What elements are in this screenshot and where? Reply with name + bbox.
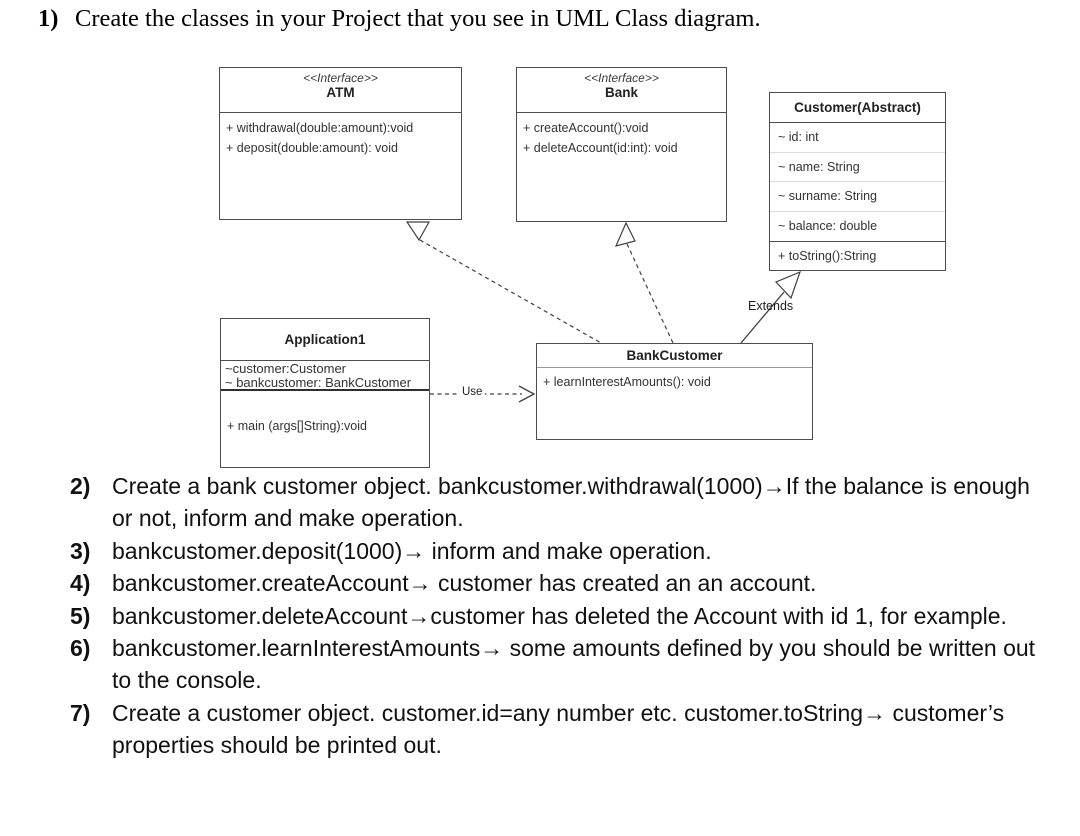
atm-methods: + withdrawal(double:amount):void + depos… <box>220 112 461 163</box>
task-number: 2) <box>70 473 91 499</box>
bank-class-name: Bank <box>604 85 638 100</box>
dependency-arrowhead-bankcustomer <box>518 385 536 403</box>
task-text: Create a customer object. customer.id=an… <box>112 697 1004 762</box>
task-item-7: 7) Create a customer object. customer.id… <box>70 697 1035 762</box>
bankcustomer-method: + learnInterestAmounts(): void <box>543 375 711 389</box>
bankcustomer-class-name: BankCustomer <box>537 344 812 368</box>
customer-method: + toString():String <box>770 241 945 270</box>
atm-class-name: ATM <box>326 85 355 100</box>
task-line: Create a bank customer object. bankcusto… <box>112 473 1030 499</box>
customer-attribute: ~ name: String <box>770 153 945 182</box>
task-text: bankcustomer.learnInterestAmounts→ some … <box>112 632 1035 697</box>
task-line: Create a customer object. customer.id=an… <box>112 699 1005 726</box>
customer-attribute: ~ balance: double <box>778 219 878 234</box>
atm-method: + withdrawal(double:amount):void <box>226 121 414 135</box>
task-text: bankcustomer.createAccount→ customer has… <box>112 567 816 599</box>
realization-arrowhead-atm <box>405 221 431 242</box>
generalization-arrowhead-customer <box>774 270 802 300</box>
application1-attribute: ~customer:Customer <box>225 361 347 376</box>
task-number: 7) <box>70 699 91 726</box>
realization-line-bankcustomer-bank <box>626 243 674 344</box>
bank-header: <<Interface>> Bank <box>517 68 726 112</box>
task-line: properties should be printed out. <box>112 732 442 759</box>
task-number: 5) <box>70 602 91 629</box>
application1-method: + main (args[]String):void <box>227 419 367 433</box>
application1-attributes: ~customer:Customer ~ bankcustomer: BankC… <box>221 360 429 391</box>
atm-header: <<Interface>> ATM <box>220 68 461 112</box>
class-box-atm: <<Interface>> ATM + withdrawal(double:am… <box>219 67 462 220</box>
use-label: Use <box>459 386 486 398</box>
task-item-3: 3) bankcustomer.deposit(1000)→ inform an… <box>70 535 1035 567</box>
application1-attribute: ~ bankcustomer: BankCustomer <box>225 374 412 390</box>
task-line: bankcustomer.createAccount→ customer has… <box>112 570 817 597</box>
task-number: 3) <box>70 537 91 564</box>
task-text: Create a bank customer object. bankcusto… <box>112 470 1030 535</box>
atm-method: + deposit(double:amount): void <box>226 141 398 155</box>
task-item-5: 5) bankcustomer.deleteAccount→customer h… <box>70 600 1035 632</box>
bank-method: + createAccount():void <box>523 121 649 135</box>
atm-stereotype: <<Interface>> <box>303 71 378 85</box>
task-line: or not, inform and make operation. <box>112 505 464 532</box>
customer-attribute: ~ id: int <box>770 123 945 153</box>
realization-arrowhead-bank <box>614 221 636 247</box>
realization-line-bankcustomer-atm <box>419 239 602 344</box>
customer-class-name: Customer(Abstract) <box>794 100 921 115</box>
bank-method: + deleteAccount(id:int): void <box>523 141 678 155</box>
task-line: to the console. <box>112 667 262 694</box>
bank-methods: + createAccount():void + deleteAccount(i… <box>517 112 726 163</box>
class-box-application1: Application1 ~customer:Customer ~ bankcu… <box>220 318 430 468</box>
class-box-bankcustomer: BankCustomer + learnInterestAmounts(): v… <box>536 343 813 440</box>
task-text: bankcustomer.deposit(1000)→ inform and m… <box>112 535 712 567</box>
customer-attributes: ~ id: int ~ name: String ~ surname: Stri… <box>770 122 945 241</box>
customer-attribute: ~ surname: String <box>770 182 945 212</box>
title-text: Create the classes in your Project that … <box>75 5 761 32</box>
page-title: 1) Create the classes in your Project th… <box>38 5 761 33</box>
bank-stereotype: <<Interface>> <box>584 71 659 85</box>
extends-label: Extends <box>748 299 794 313</box>
task-item-4: 4) bankcustomer.createAccount→ customer … <box>70 567 1035 599</box>
task-item-6: 6) bankcustomer.learnInterestAmounts→ so… <box>70 632 1035 697</box>
task-number: 4) <box>70 570 91 597</box>
task-line: bankcustomer.deposit(1000)→ inform and m… <box>112 537 712 564</box>
task-item-2: 2) Create a bank customer object. bankcu… <box>70 470 1035 535</box>
class-box-customer: Customer(Abstract) ~ id: int ~ name: Str… <box>769 92 946 271</box>
task-list: 2) Create a bank customer object. bankcu… <box>70 470 1035 762</box>
task-line: bankcustomer.deleteAccount→customer has … <box>112 602 1007 629</box>
title-number: 1) <box>38 5 59 32</box>
class-box-bank: <<Interface>> Bank + createAccount():voi… <box>516 67 727 222</box>
task-text: bankcustomer.deleteAccount→customer has … <box>112 600 1007 632</box>
task-line: bankcustomer.learnInterestAmounts→ some … <box>112 635 1036 662</box>
application1-class-name: Application1 <box>284 332 366 347</box>
task-number: 6) <box>70 635 91 662</box>
